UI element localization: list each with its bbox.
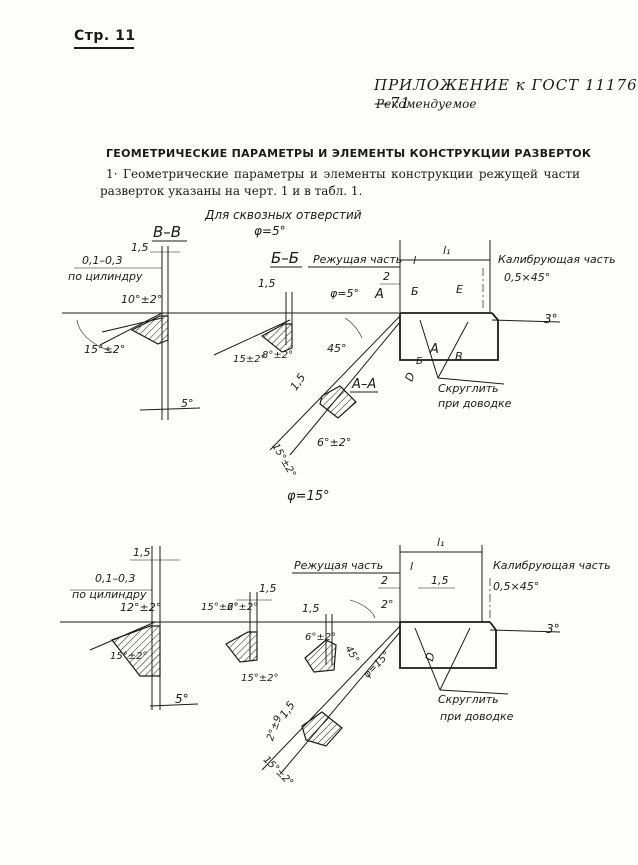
fig1-angle-3: 3° [544, 312, 558, 326]
fig1-label-d: D [403, 371, 418, 383]
fig1-label-b-top: Б [411, 285, 419, 298]
section-vv: В–В 1,5 0,1–0,3 по цилиндру 10°±2° 15°±2… [62, 223, 400, 420]
fig2-dim-l1: l₁ [437, 536, 444, 549]
fig2-angle-2: 2° [381, 598, 394, 611]
fig2-angle-15-c: 15°±2° [241, 673, 278, 684]
fig2-on-cylinder: по цилиндру [72, 588, 147, 601]
aa-dim-1-5: 1,5 [288, 371, 309, 393]
fig2-angle-5: 5° [175, 692, 189, 706]
fig2-section-left: 1,5 0,1–0,3 по цилиндру 12°±2° 15°±2° 5° [60, 546, 400, 710]
fig1-label-v: В [455, 350, 463, 363]
fig2-angle-6-b: 6°±2° [305, 632, 336, 643]
fig2-angle-6-a: 6°±2° [227, 602, 258, 613]
fig2-section-right: 1,5 6°±2° 45° φ=15° 2° [302, 598, 394, 680]
fig2-angle-3: 3° [546, 622, 560, 636]
fig2-angle-15-d: 15°±2° [261, 754, 295, 788]
reamer-body-2: Режущая часть Калибрующая часть l₁ l 2 1… [292, 536, 611, 723]
reamer-body-1: Режущая часть Калибрующая часть l₁ l 2 0… [308, 240, 616, 410]
fig1-angle-phi5: φ=5° [330, 287, 359, 300]
fig1-label-b-body: Б [416, 356, 423, 367]
vv-dim-01-03: 0,1–0,3 [82, 254, 123, 267]
fig1-angle-45: 45° [327, 342, 347, 355]
section-bb-label: Б–Б [271, 249, 299, 267]
bb-angle-15: 15±2° [233, 354, 265, 365]
section-aa-label: А–А [351, 377, 376, 392]
fig2-section-middle: 1,5 15°±2° 6°±2° 15°±2° [201, 582, 278, 684]
fig1-dim-2: 2 [383, 270, 390, 283]
vv-on-cylinder: по цилиндру [68, 270, 143, 283]
fig1-label-a-body: А [429, 342, 439, 357]
aa-angle-6: 6°±2° [317, 436, 351, 449]
fig2-round-off: Скруглить [438, 693, 499, 706]
fig1-calibrating-part: Калибрующая часть [498, 253, 616, 266]
fig1-dim-l1: l₁ [443, 244, 450, 257]
appendix-heading: ПРИЛОЖЕНИЕ к ГОСТ 11176—71 [374, 76, 638, 112]
fig2-angle-15-a: 15°±2° [110, 651, 147, 662]
fig2-angle-15-b: 15°±2° [201, 602, 238, 613]
vv-dim-1-5: 1,5 [131, 241, 149, 254]
fig2-label-d: D [423, 651, 438, 663]
fig1-chamfer: 0,5×45° [504, 271, 550, 284]
vv-angle-15: 15°±2° [84, 343, 125, 356]
fig2-angle-phi15: φ=15° [362, 650, 393, 681]
document-title: ГЕОМЕТРИЧЕСКИЕ ПАРАМЕТРЫ И ЭЛЕМЕНТЫ КОНС… [106, 147, 592, 160]
bb-dim-1-5: 1,5 [258, 277, 276, 290]
fig2-phi: φ=15° [287, 489, 330, 504]
fig2-angle-45: 45° [343, 644, 361, 665]
fig2-dim-01-03: 0,1–0,3 [95, 572, 136, 585]
fig2-chamfer: 0,5×45° [493, 580, 539, 593]
fig1-round-off: Скруглить [438, 382, 499, 395]
fig2-dim-2: 2 [381, 574, 388, 587]
fig2-angle-2pm: 2°±9 [265, 714, 284, 742]
appendix-status: Рекомендуемое [376, 97, 477, 111]
fig1-at-honing: при доводке [438, 397, 512, 410]
fig2-calibrating-part: Калибрующая часть [493, 559, 611, 572]
page-number: Стр. 11 [74, 28, 136, 44]
fig1-caption: Для сквозных отверстий [204, 208, 362, 222]
intro-paragraph: 1· Геометрические параметры и элементы к… [100, 167, 580, 198]
bb-angle-8: 8°±2° [262, 350, 293, 361]
section-bb: Б–Б 1,5 15±2° 8°±2° [213, 249, 302, 365]
fig2-cutting-part: Режущая часть [294, 559, 383, 572]
figure-1: Для сквозных отверстий φ=5° В–В 1,5 0,1–… [62, 208, 616, 480]
aa-angle-15: 15°±2° [269, 442, 297, 480]
fig1-label-a: А [374, 287, 384, 302]
fig1-dim-l: l [413, 254, 416, 267]
fig2-at-honing: при доводке [440, 710, 514, 723]
fig2-dim-l: l [410, 560, 413, 573]
vv-angle-5: 5° [181, 397, 194, 410]
fig2-dim-1-5-a: 1,5 [133, 546, 151, 559]
figure-2: 1,5 0,1–0,3 по цилиндру 12°±2° 15°±2° 5°… [60, 536, 611, 789]
fig2-dim-1-5-c: 1,5 [302, 602, 320, 615]
section-vv-label: В–В [153, 223, 181, 241]
fig1-cutting-part: Режущая часть [313, 253, 402, 266]
vv-angle-10: 10°±2° [121, 293, 162, 306]
fig1-label-e: Е [456, 283, 463, 296]
fig1-phi: φ=5° [254, 224, 286, 238]
fig2-dim-1-5-d: 1,5 [431, 574, 449, 587]
fig2-angle-12: 12°±2° [120, 601, 161, 614]
page-number-underline [74, 47, 134, 49]
fig2-dim-1-5-b: 1,5 [259, 582, 277, 595]
